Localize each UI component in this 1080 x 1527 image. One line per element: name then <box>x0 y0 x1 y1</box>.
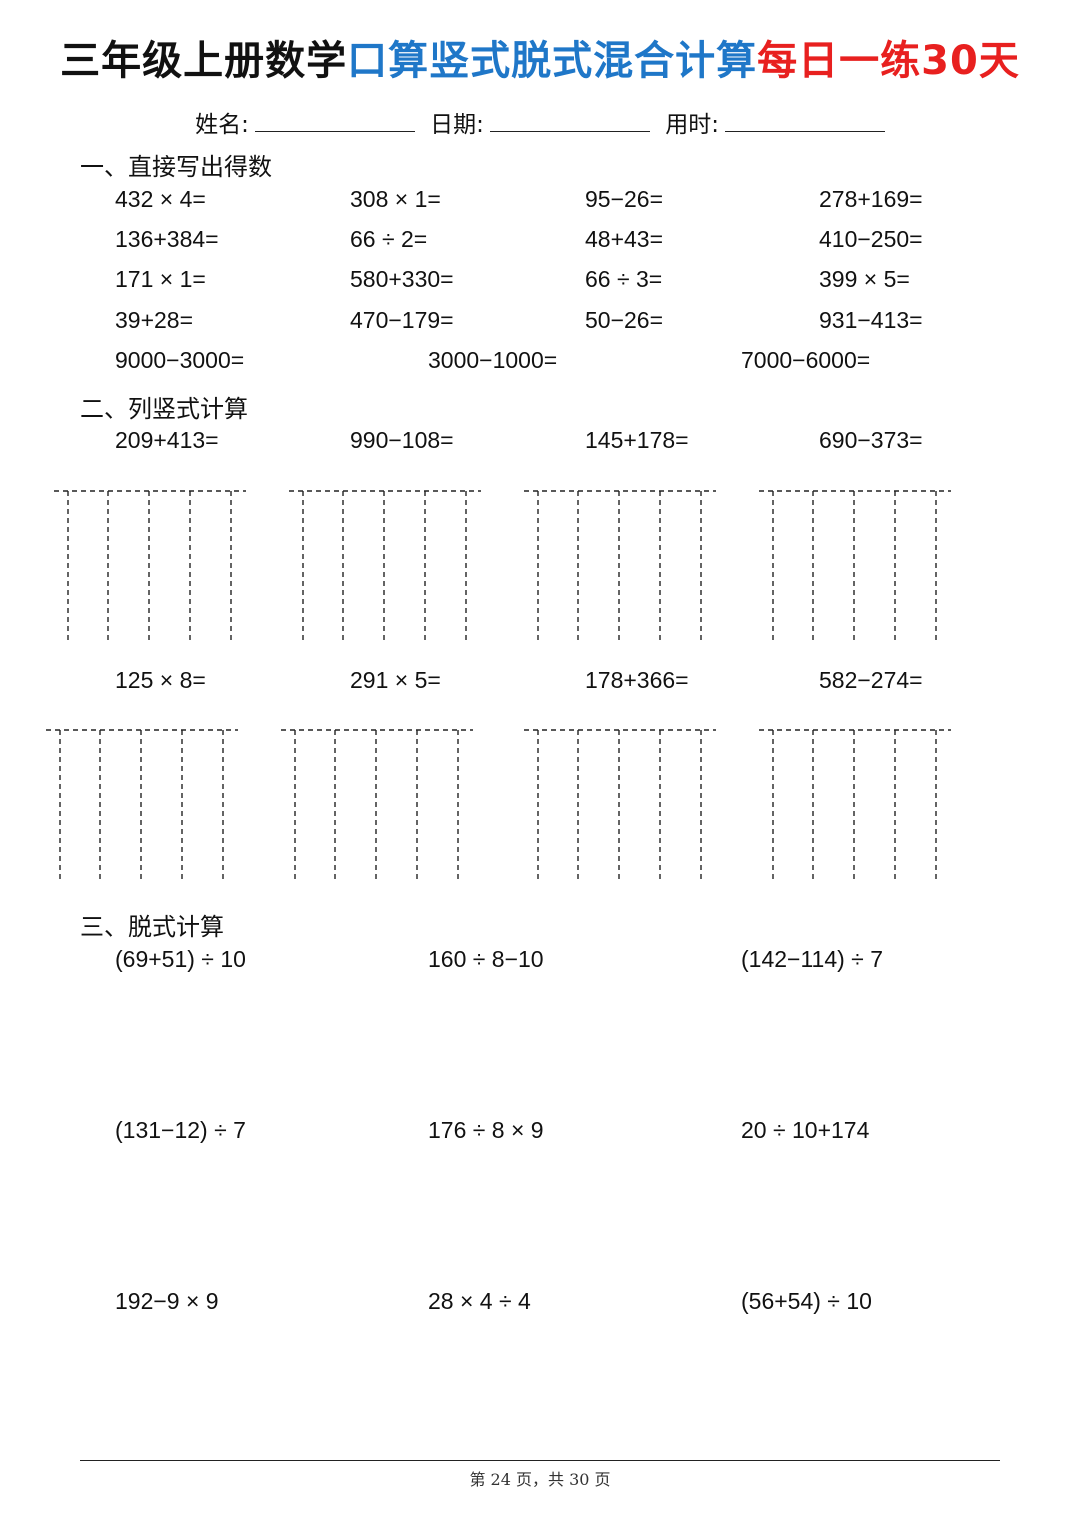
name-blank <box>254 109 415 132</box>
oral-problem: 66 ÷ 2= <box>350 226 428 252</box>
date-field: 日期: <box>430 105 650 139</box>
oral-problem: 50−26= <box>585 307 664 333</box>
time-field: 用时: <box>665 105 885 139</box>
oral-problem: 410−250= <box>819 226 923 252</box>
vertical-work-grid <box>281 729 473 881</box>
time-blank <box>724 109 885 132</box>
vertical-problem: 582−274= <box>819 667 923 693</box>
section-2-heading: 二、列竖式计算 <box>80 395 248 423</box>
worksheet-title: 三年级上册数学口算竖式脱式混合计算每日一练30天 <box>0 28 1080 86</box>
section-1-heading: 一、直接写出得数 <box>80 153 272 181</box>
name-label: 姓名: <box>195 112 249 138</box>
date-label: 日期: <box>430 112 484 138</box>
vertical-work-grid <box>524 729 716 881</box>
vertical-work-grid <box>54 490 246 642</box>
title-part-daily: 每日一练30天 <box>757 38 1020 84</box>
vertical-problem: 690−373= <box>819 427 923 453</box>
stepwise-problem: 160 ÷ 8−10 <box>428 946 544 972</box>
oral-problem: 308 × 1= <box>350 186 441 212</box>
vertical-work-grid <box>759 490 951 642</box>
date-blank <box>489 109 650 132</box>
vertical-problem: 125 × 8= <box>115 667 206 693</box>
oral-problem: 39+28= <box>115 307 194 333</box>
stepwise-problem: (56+54) ÷ 10 <box>741 1288 872 1314</box>
vertical-problem: 291 × 5= <box>350 667 441 693</box>
footer-divider <box>80 1460 1000 1461</box>
time-label: 用时: <box>665 112 719 138</box>
vertical-work-grid <box>46 729 238 881</box>
vertical-work-grid <box>759 729 951 881</box>
title-part-topic: 口算竖式脱式混合计算 <box>347 38 758 84</box>
stepwise-problem: 28 × 4 ÷ 4 <box>428 1288 531 1314</box>
title-part-grade: 三年级上册数学 <box>60 38 348 84</box>
stepwise-problem: 176 ÷ 8 × 9 <box>428 1117 544 1143</box>
oral-problem: 580+330= <box>350 266 454 292</box>
vertical-problem: 145+178= <box>585 427 689 453</box>
vertical-problem: 990−108= <box>350 427 454 453</box>
vertical-work-grid <box>289 490 481 642</box>
vertical-work-grid <box>524 490 716 642</box>
oral-problem: 171 × 1= <box>115 266 206 292</box>
page-number: 第 24 页，共 30 页 <box>469 1470 611 1489</box>
stepwise-problem: 192−9 × 9 <box>115 1288 219 1314</box>
oral-problem: 399 × 5= <box>819 266 910 292</box>
oral-problem: 470−179= <box>350 307 454 333</box>
oral-problem: 9000−3000= <box>115 347 245 373</box>
oral-problem: 95−26= <box>585 186 664 212</box>
oral-problem: 48+43= <box>585 226 664 252</box>
oral-problem: 7000−6000= <box>741 347 871 373</box>
student-info-row: 姓名: 日期: 用时: <box>0 105 1080 139</box>
vertical-problem: 178+366= <box>585 667 689 693</box>
oral-problem: 931−413= <box>819 307 923 333</box>
oral-problem: 66 ÷ 3= <box>585 266 663 292</box>
section-3-heading: 三、脱式计算 <box>80 913 224 941</box>
stepwise-problem: 20 ÷ 10+174 <box>741 1117 870 1143</box>
oral-problem: 278+169= <box>819 186 923 212</box>
vertical-problem: 209+413= <box>115 427 219 453</box>
stepwise-problem: (142−114) ÷ 7 <box>741 946 883 972</box>
name-field: 姓名: <box>195 105 415 139</box>
oral-problem: 3000−1000= <box>428 347 558 373</box>
stepwise-problem: (69+51) ÷ 10 <box>115 946 246 972</box>
stepwise-problem: (131−12) ÷ 7 <box>115 1117 246 1143</box>
oral-problem: 136+384= <box>115 226 219 252</box>
oral-problem: 432 × 4= <box>115 186 206 212</box>
